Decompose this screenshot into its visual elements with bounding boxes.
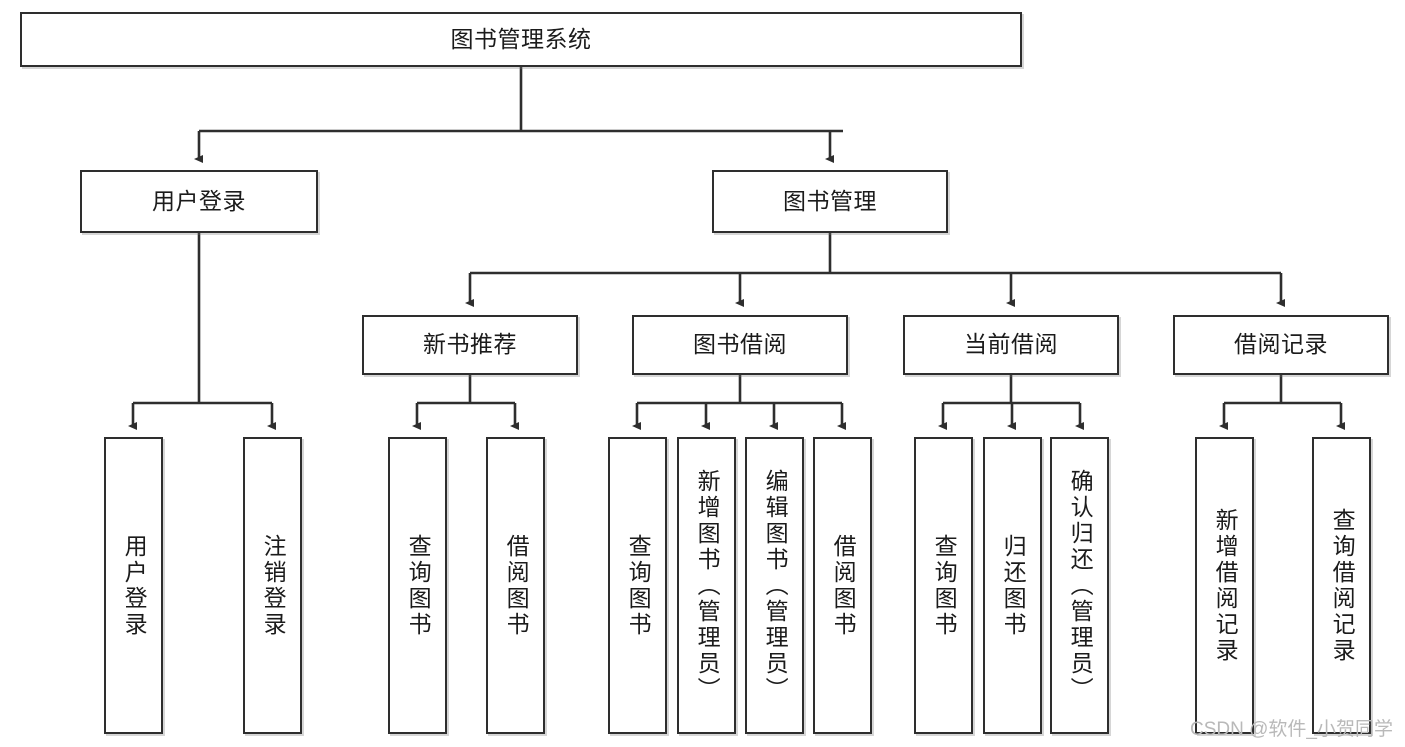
node-leaf-query-book-3-label: 查询图书	[931, 533, 958, 638]
node-leaf-user-login[interactable]: 用户登录	[104, 437, 163, 734]
node-current-borrow-label: 当前借阅	[964, 331, 1058, 358]
node-leaf-borrow-book-1-label: 借阅图书	[503, 533, 530, 638]
node-leaf-query-record-label: 查询借阅记录	[1329, 507, 1356, 664]
node-leaf-user-login-label: 用户登录	[121, 533, 148, 638]
node-leaf-add-book[interactable]: 新增图书（管理员）	[677, 437, 736, 734]
node-leaf-borrow-book-1[interactable]: 借阅图书	[486, 437, 545, 734]
node-leaf-query-book-1[interactable]: 查询图书	[388, 437, 447, 734]
node-leaf-query-book-1-label: 查询图书	[405, 533, 432, 638]
node-current-borrow[interactable]: 当前借阅	[903, 315, 1119, 375]
node-leaf-query-book-3[interactable]: 查询图书	[914, 437, 973, 734]
node-leaf-borrow-book-2[interactable]: 借阅图书	[813, 437, 872, 734]
node-leaf-return-book[interactable]: 归还图书	[983, 437, 1042, 734]
node-leaf-add-record[interactable]: 新增借阅记录	[1195, 437, 1254, 734]
node-book-borrow[interactable]: 图书借阅	[632, 315, 848, 375]
node-new-book-rec-label: 新书推荐	[423, 331, 517, 358]
node-leaf-query-book-2-label: 查询图书	[625, 533, 652, 638]
node-book-manage[interactable]: 图书管理	[712, 170, 948, 233]
node-leaf-borrow-book-2-label: 借阅图书	[830, 533, 857, 638]
node-leaf-add-book-label: 新增图书（管理员）	[694, 468, 721, 703]
node-root[interactable]: 图书管理系统	[20, 12, 1022, 67]
node-book-manage-label: 图书管理	[783, 187, 877, 214]
node-leaf-edit-book[interactable]: 编辑图书（管理员）	[745, 437, 804, 734]
node-book-borrow-label: 图书借阅	[693, 331, 787, 358]
node-leaf-edit-book-label: 编辑图书（管理员）	[762, 468, 789, 703]
node-leaf-query-record[interactable]: 查询借阅记录	[1312, 437, 1371, 734]
node-root-label: 图书管理系统	[450, 25, 592, 52]
node-leaf-logout[interactable]: 注销登录	[243, 437, 302, 734]
node-leaf-query-book-2[interactable]: 查询图书	[608, 437, 667, 734]
node-leaf-confirm-return[interactable]: 确认归还（管理员）	[1050, 437, 1109, 734]
node-leaf-confirm-return-label: 确认归还（管理员）	[1067, 468, 1094, 703]
node-borrow-record[interactable]: 借阅记录	[1173, 315, 1389, 375]
node-borrow-record-label: 借阅记录	[1234, 331, 1328, 358]
node-leaf-return-book-label: 归还图书	[1000, 533, 1027, 638]
node-leaf-add-record-label: 新增借阅记录	[1212, 507, 1239, 664]
node-user-login-label: 用户登录	[152, 187, 246, 214]
node-new-book-rec[interactable]: 新书推荐	[362, 315, 578, 375]
node-user-login[interactable]: 用户登录	[80, 170, 318, 233]
node-leaf-logout-label: 注销登录	[260, 533, 287, 638]
